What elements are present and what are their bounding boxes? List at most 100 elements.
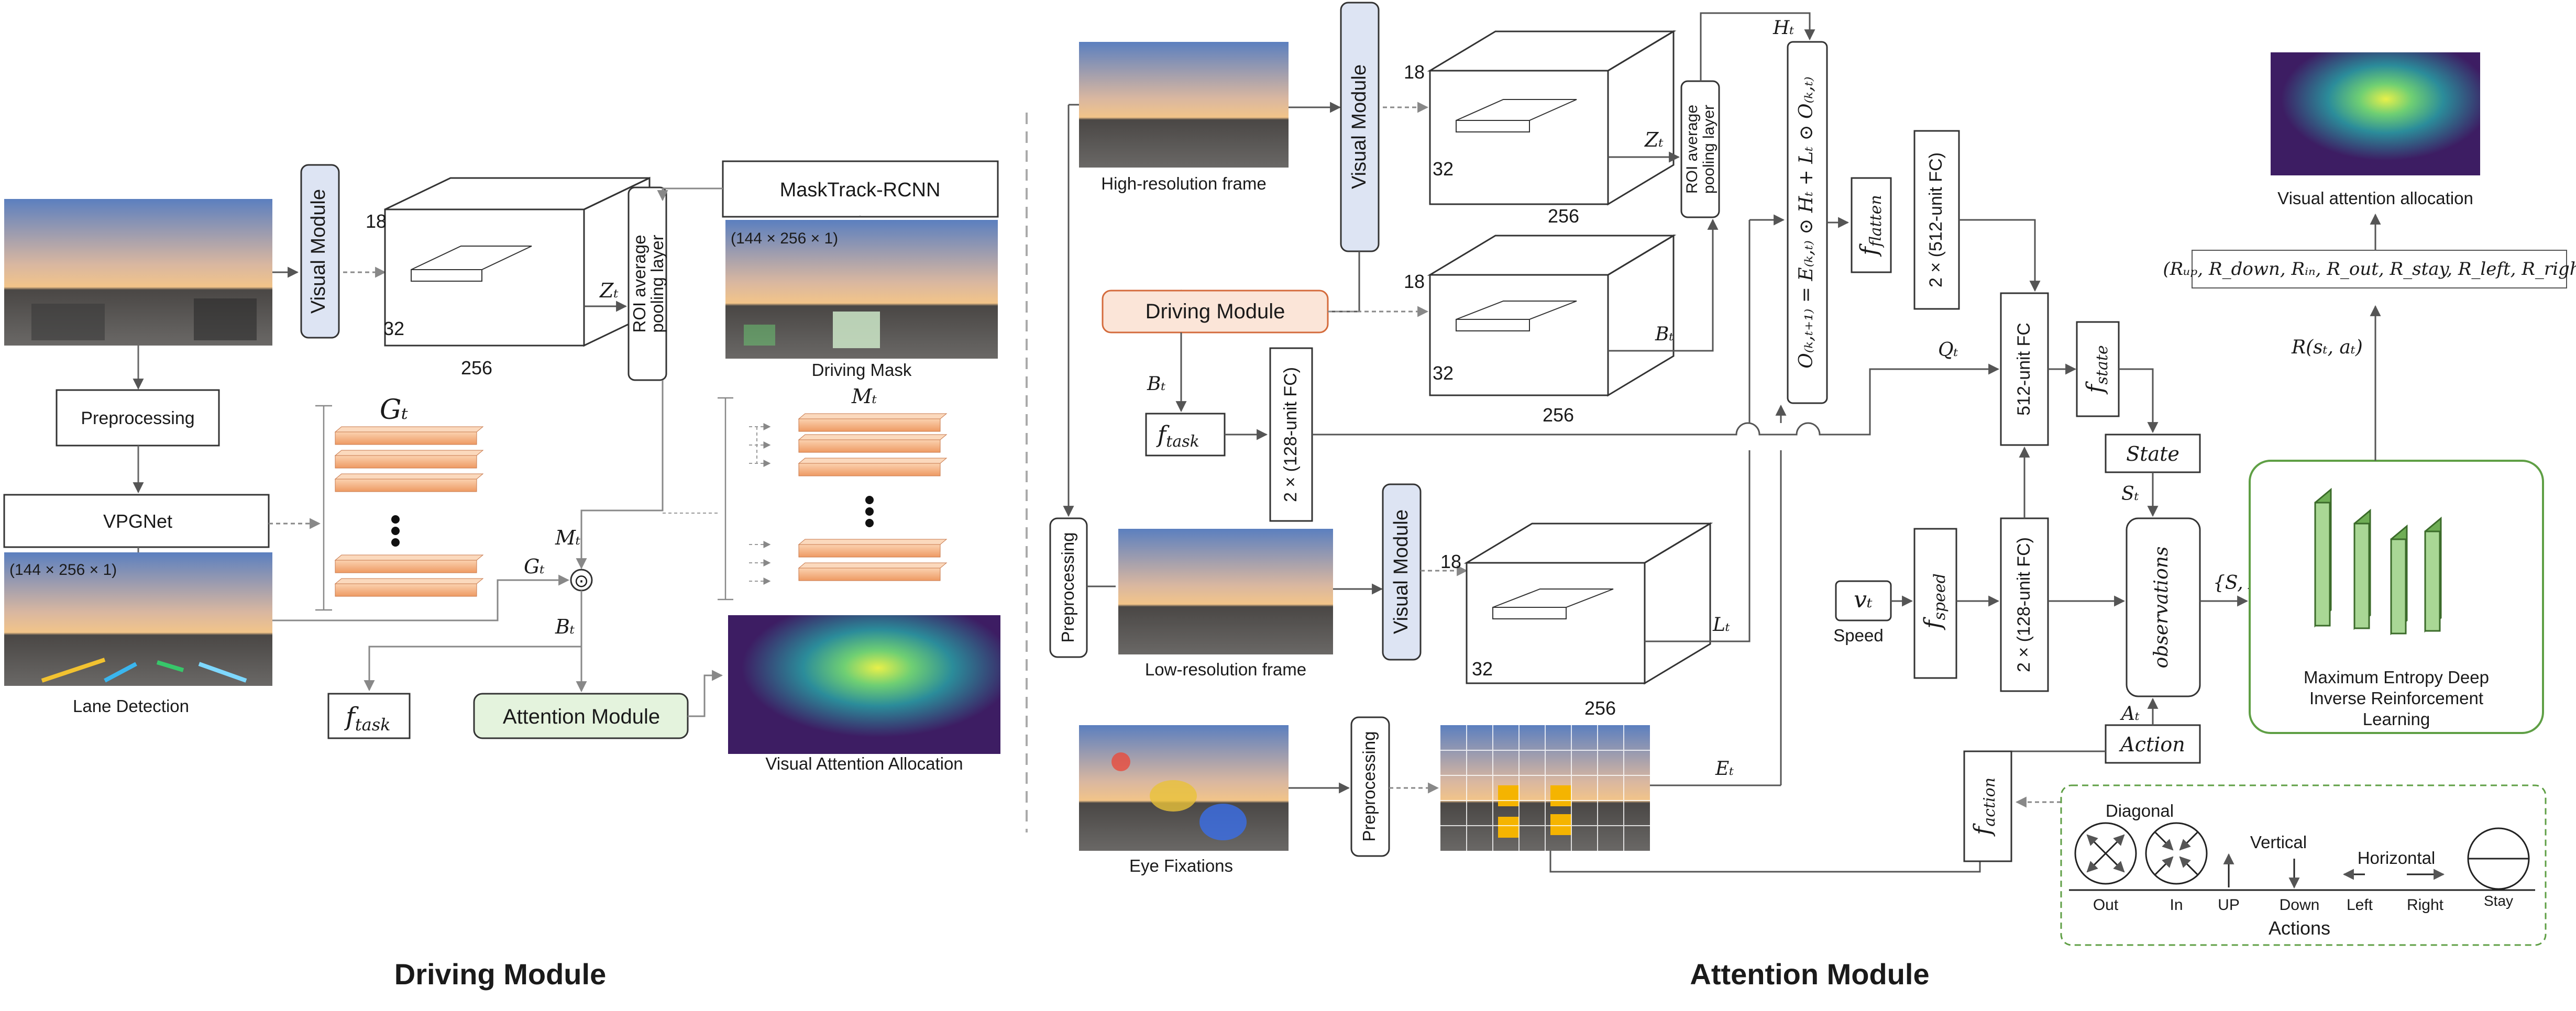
feature-cube-high-res — [1427, 30, 1677, 206]
preprocessing-eye-box — [1350, 716, 1390, 857]
actions-left: Left — [2347, 896, 2373, 914]
visual-attention-heatmap — [728, 615, 1000, 754]
dim-256: 256 — [461, 357, 492, 379]
layer-slab — [798, 418, 941, 432]
eye-fixation-grid — [1440, 725, 1650, 851]
actions-stay: Stay — [2484, 893, 2513, 909]
attention-module-label: Attention Module — [503, 705, 660, 728]
visual-module-box — [300, 164, 340, 339]
high-res-caption: High-resolution frame — [1101, 174, 1266, 193]
g-t-big-label: Gₜ — [380, 394, 409, 426]
layer-slab — [798, 439, 941, 453]
layer-slab — [798, 568, 941, 581]
vpgnet-box — [3, 494, 270, 548]
f-action-label: faction — [1969, 777, 1999, 837]
m-t-top-label: Mₜ — [851, 385, 877, 408]
preprocessing-side-label: Preprocessing — [1058, 532, 1077, 643]
dim-18b: 18 — [1404, 271, 1425, 292]
roi-label-1: ROI average — [630, 235, 649, 332]
observations-label: observations — [2151, 547, 2172, 669]
odot-symbol: ⊙ — [574, 571, 589, 591]
fc-128-speed-label: 2 × (128-unit FC) — [2014, 537, 2034, 672]
q-t-label: Qₜ — [1938, 339, 1958, 361]
irl-network-layers — [2314, 487, 2442, 636]
layer-slab — [335, 431, 477, 445]
attention-module-title: Attention Module — [1690, 958, 1929, 991]
high-res-frame-image — [1079, 42, 1289, 168]
f-task-label-attn: ftask — [1156, 421, 1199, 451]
dim-32b: 32 — [1433, 362, 1454, 384]
eye-fixations-caption: Eye Fixations — [1129, 856, 1233, 875]
low-res-frame-image — [1118, 529, 1333, 654]
l-t-label: Lₜ — [1712, 614, 1730, 636]
fc-512x2-box — [1913, 130, 1960, 310]
fc-512x2-label: 2 × (512-unit FC) — [1926, 152, 1946, 287]
input-road-image — [4, 199, 272, 346]
reward-tuple-text: (Rᵤₚ, R_down, Rᵢₙ, R_out, R_stay, R_left… — [2163, 259, 2576, 280]
roi-pooling-box — [628, 186, 667, 381]
reward-tuple-box — [2192, 250, 2567, 288]
preprocessing-box — [56, 389, 220, 447]
layer-top — [334, 554, 484, 561]
dim-18a: 18 — [1404, 61, 1425, 83]
feature-cube-driving-attn — [1427, 234, 1677, 397]
layer-top — [798, 458, 948, 464]
b-t-cube-label: Bₜ — [1655, 324, 1674, 345]
state-label: State — [2126, 442, 2179, 465]
preprocessing-side-box — [1049, 517, 1088, 658]
h-t-label: Hₜ — [1773, 17, 1794, 39]
layer-top — [334, 578, 484, 584]
layer-slab — [798, 544, 941, 558]
action-box — [2105, 724, 2201, 764]
s-t-label: Sₜ — [2121, 483, 2139, 505]
b-t-task-label: Bₜ — [1147, 373, 1165, 395]
layer-top — [334, 473, 484, 480]
dim-32c: 32 — [1472, 658, 1493, 680]
roi-attn-1: ROI average — [1683, 105, 1701, 194]
layer-top — [798, 413, 948, 419]
actions-legend — [2060, 784, 2547, 946]
f-state-box — [2076, 321, 2120, 417]
m-t-label: Mₜ — [555, 526, 581, 549]
actions-horizontal: Horizontal — [2358, 848, 2436, 868]
layer-top — [798, 539, 948, 545]
visual-module-top-label: Visual Module — [1348, 64, 1370, 189]
lane-detection-image — [4, 552, 272, 686]
dim-256b: 256 — [1543, 404, 1574, 426]
driving-module-title: Driving Module — [394, 958, 606, 991]
state-box — [2105, 434, 2201, 473]
masktrack-box — [722, 160, 999, 218]
layer-slab — [335, 455, 477, 469]
actions-right: Right — [2407, 896, 2444, 914]
roi-label-2: pooling layer — [647, 235, 667, 332]
a-t-label: Aₜ — [2120, 703, 2140, 725]
actions-out: Out — [2093, 896, 2119, 914]
lane-detection-caption: Lane Detection — [73, 696, 189, 716]
v-t-label: vₜ — [1854, 586, 1873, 613]
z-t-label: Zₜ — [599, 279, 619, 302]
roi-attn-2: pooling layer — [1700, 105, 1718, 194]
feature-cube-low-res — [1463, 522, 1713, 685]
in-icon — [2145, 822, 2208, 885]
actions-down: Down — [2280, 896, 2320, 914]
f-state-label: fstate — [2082, 345, 2111, 394]
layer-slab — [335, 479, 477, 492]
dim-32a: 32 — [1433, 158, 1454, 180]
dim-256a: 256 — [1548, 205, 1579, 227]
m-t-layer-stack — [798, 413, 948, 581]
e-t-label: Eₜ — [1715, 758, 1734, 780]
observations-box — [2126, 517, 2201, 697]
g-t-layer-stack — [334, 426, 484, 597]
masktrack-label: MaskTrack-RCNN — [780, 179, 941, 201]
visual-module-low-box — [1382, 483, 1422, 661]
dim-18: 18 — [366, 210, 387, 232]
actions-in: In — [2170, 896, 2183, 914]
actions-title: Actions — [2269, 917, 2330, 939]
dim-18c: 18 — [1440, 551, 1461, 572]
mask-size: (144 × 256 × 1) — [731, 230, 838, 247]
g-t-label: Gₜ — [524, 555, 545, 578]
f-speed-label: fspeed — [1920, 573, 1949, 630]
fc-128-task-label: 2 × (128-unit FC) — [1281, 367, 1301, 502]
visual-module-label: Visual Module — [307, 189, 329, 314]
